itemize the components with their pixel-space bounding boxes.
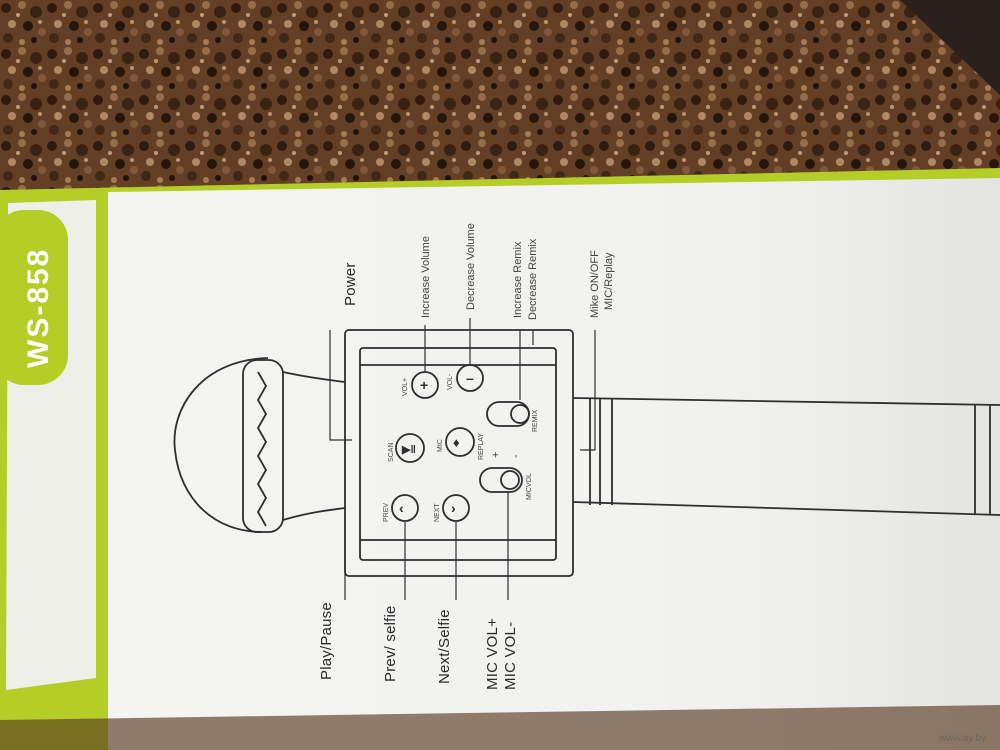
panel-remix: REMIX	[532, 409, 539, 432]
label-increase-remix: Increase Remix	[512, 241, 524, 318]
box-white-face	[108, 178, 1000, 750]
prev-button	[391, 494, 419, 522]
mic-glyph-icon: ♦	[453, 435, 460, 450]
microphone-diagram	[173, 329, 1000, 577]
minus-glyph-icon: –	[466, 370, 474, 386]
panel-prev: PREV	[383, 502, 390, 522]
chevron-left-icon: ‹	[399, 500, 404, 516]
plus-glyph-icon: +	[420, 377, 428, 393]
label-power: Power	[342, 262, 359, 306]
label-mic-vol-plus: MIC VOL+	[484, 617, 501, 690]
watermark: www.ay.by	[938, 733, 986, 744]
label-increase-volume: Increase Volume	[420, 236, 432, 318]
panel-replay: REPLAY	[478, 432, 485, 460]
label-decrease-volume: Decrease Volume	[465, 223, 477, 310]
panel-mic: MIC	[437, 439, 444, 452]
panel-scan: SCAN	[388, 442, 395, 462]
mic-replay-button	[445, 427, 475, 457]
panel-vol-minus: VOL-	[447, 373, 454, 390]
model-badge: WS-858	[22, 247, 55, 368]
panel-next: NEXT	[434, 503, 441, 522]
panel-vol-plus: VOL+	[402, 377, 409, 396]
leader-lines	[329, 318, 596, 600]
label-decrease-remix: Decrease Remix	[527, 238, 539, 320]
label-mic-replay: MIC/Replay	[603, 252, 615, 310]
label-mike-onoff: Mike ON/OFF	[589, 250, 601, 318]
label-mic-vol-minus: MIC VOL-	[502, 621, 519, 690]
play-pause-button	[395, 433, 425, 463]
panel-micvol: MICVOL	[526, 473, 533, 500]
panel-minus: -	[510, 454, 522, 458]
label-play-pause: Play/Pause	[318, 602, 335, 680]
panel-plus: +	[490, 451, 502, 458]
label-next-selfie: Next/Selfie	[436, 609, 453, 684]
chevron-right-icon: ›	[451, 500, 456, 516]
next-button	[442, 494, 470, 522]
micvol-slider	[479, 467, 523, 493]
play-pause-glyph-icon: ▶‖	[401, 444, 416, 456]
label-prev-selfie: Prev/ selfie	[382, 605, 399, 682]
